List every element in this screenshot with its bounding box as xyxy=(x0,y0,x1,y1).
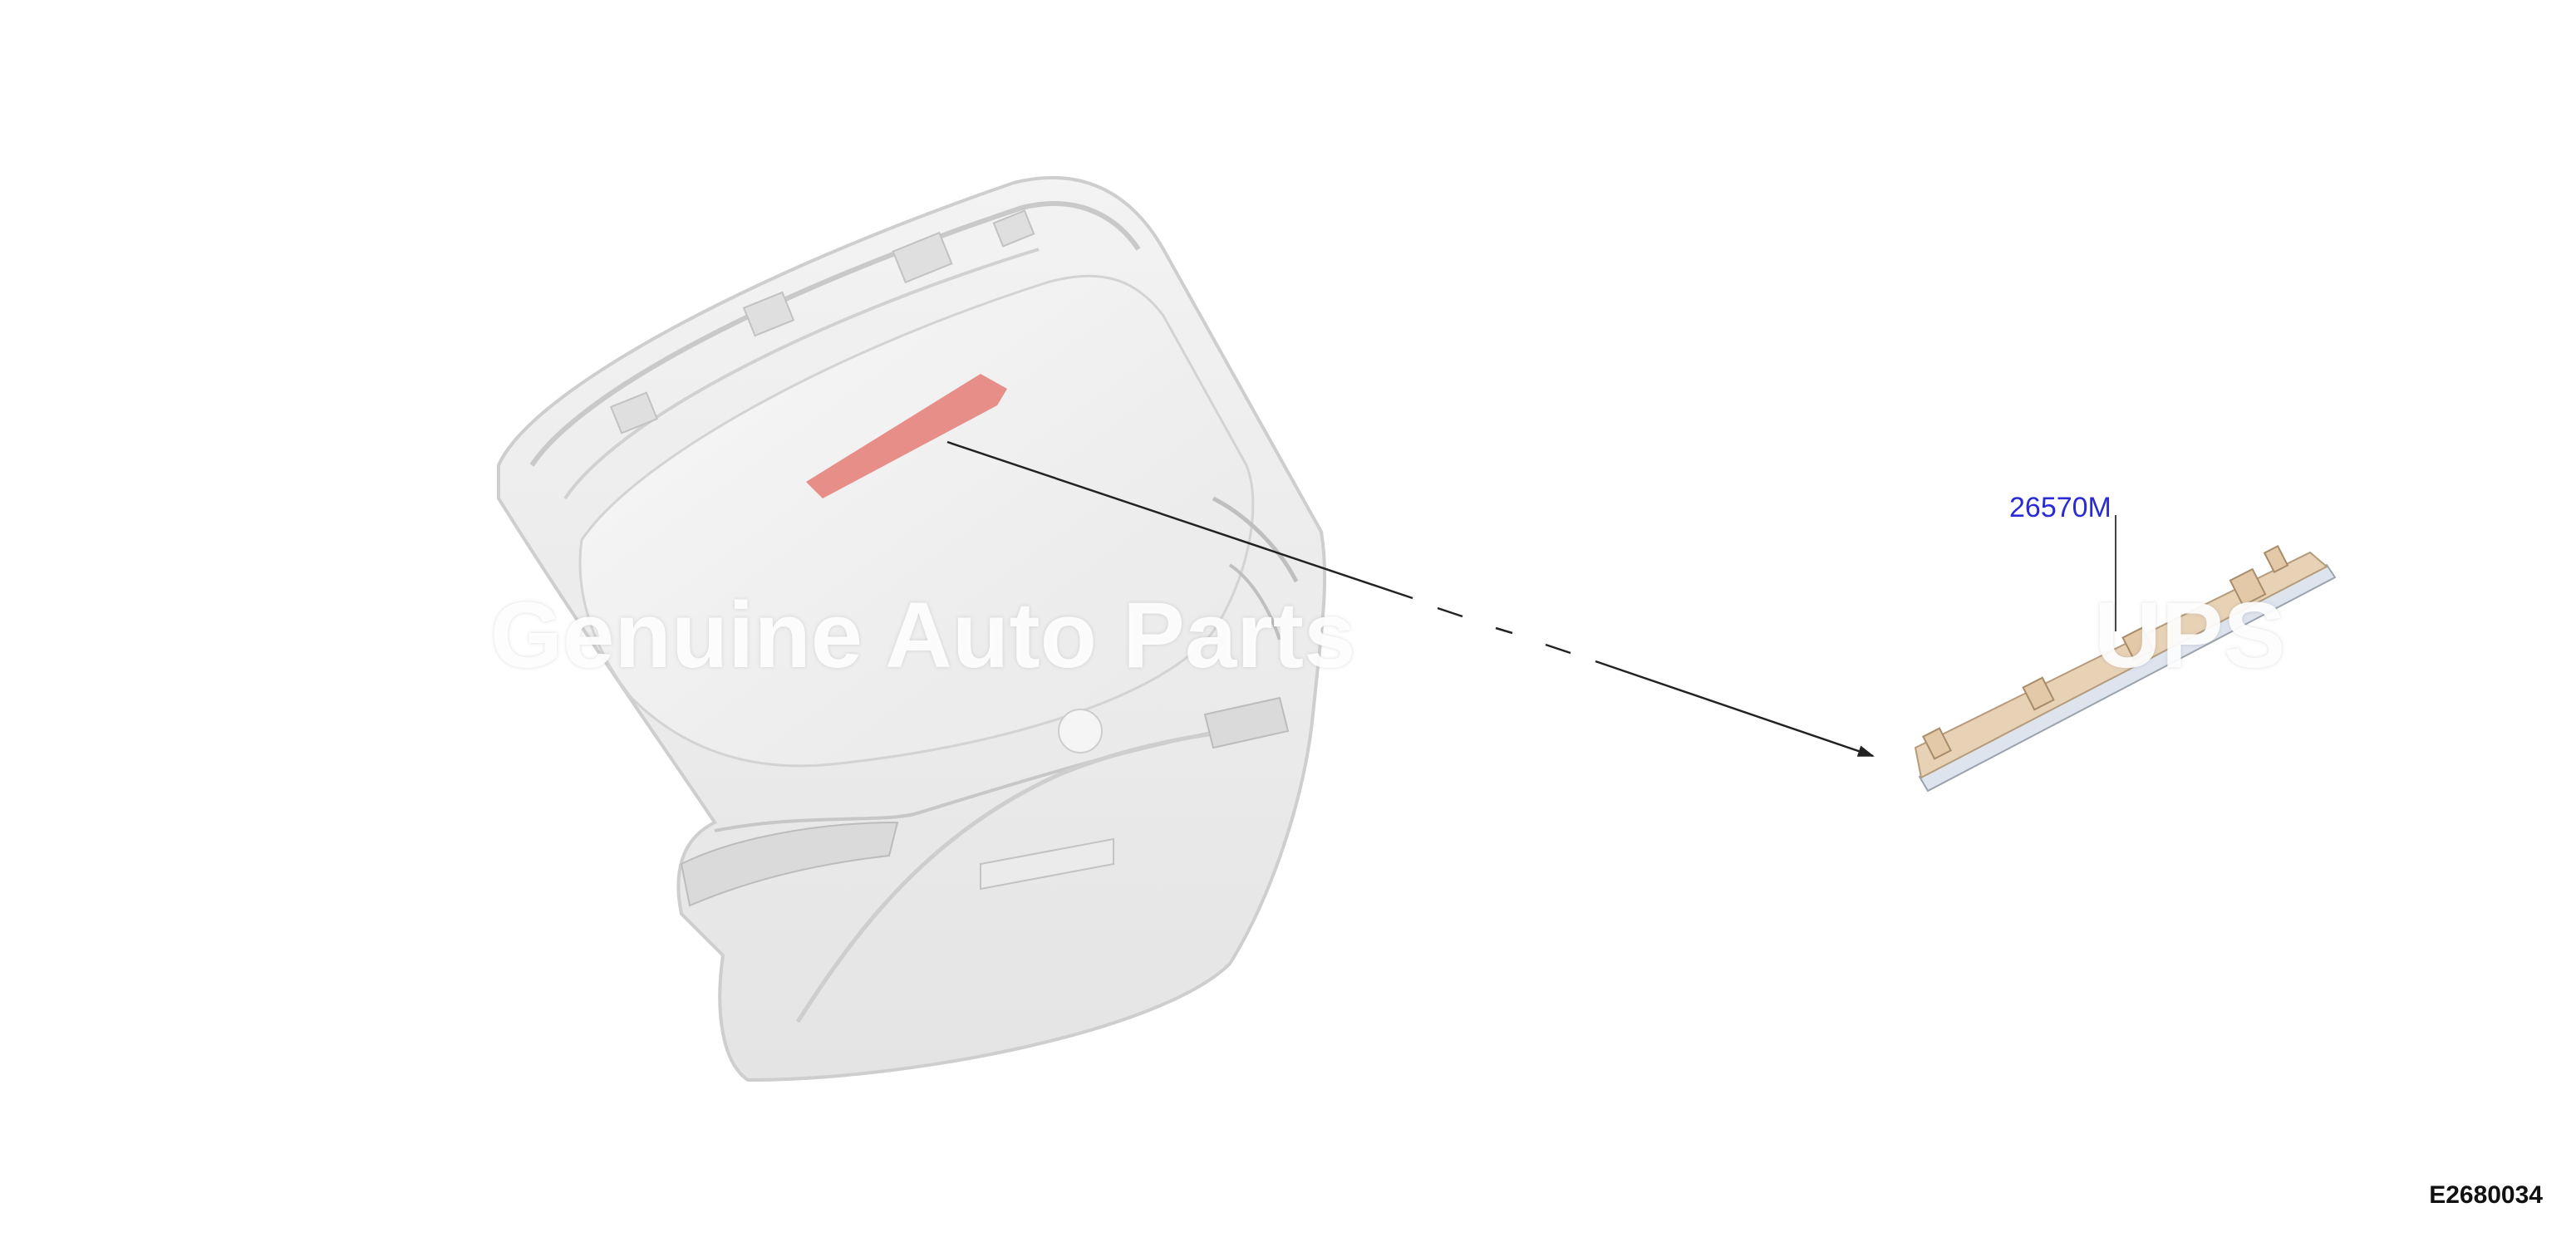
watermark-text: Genuine Auto Parts xyxy=(490,583,1356,687)
leader-arrow-icon xyxy=(946,440,1875,758)
figure-id: E2680034 xyxy=(2429,1181,2543,1209)
high-mount-stop-lamp-icon xyxy=(1914,544,2337,793)
watermark-text-right: UPS xyxy=(2094,583,2286,687)
liftgate-illustration-icon xyxy=(497,175,1327,1082)
part-number-callout[interactable]: 26570M xyxy=(2009,492,2111,523)
